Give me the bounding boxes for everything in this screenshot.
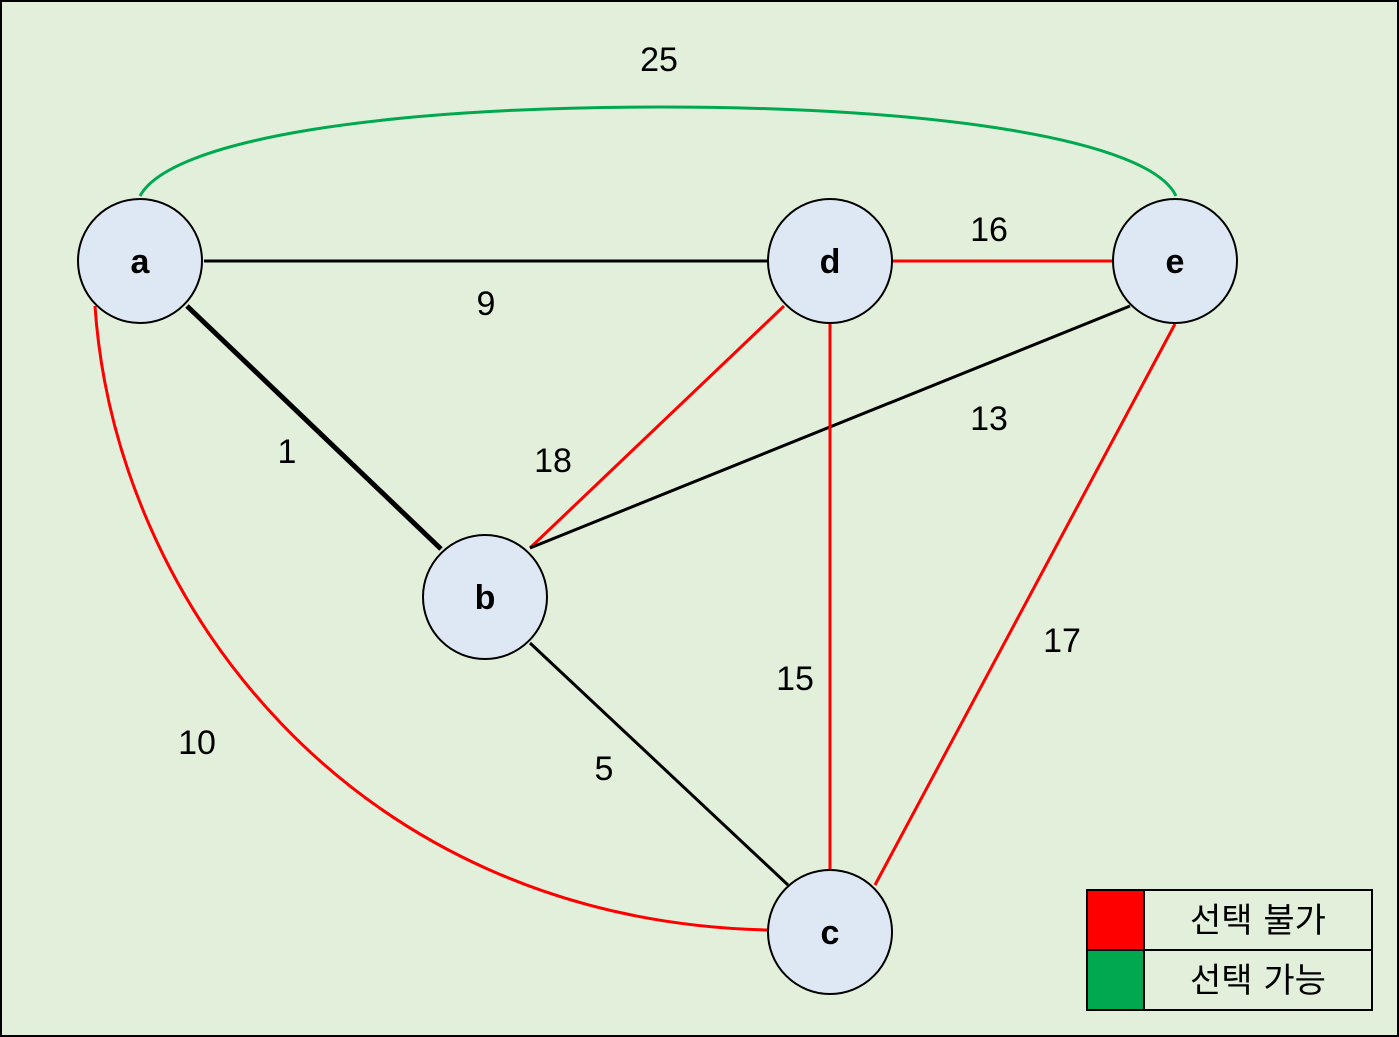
node-label-a: a: [131, 243, 151, 281]
weight-label-a-d: 9: [477, 285, 496, 323]
nodes: a b c d e: [77, 198, 1238, 995]
node-circle-c: [767, 869, 893, 995]
node-label-c: c: [821, 914, 840, 952]
edge-e-c: [873, 323, 1177, 886]
weight-label-b-d: 18: [534, 442, 572, 480]
edge-b-d: [528, 304, 786, 550]
node-e: e: [1112, 198, 1238, 324]
node-label-b: b: [475, 579, 496, 617]
weight-label-a-c: 10: [178, 724, 216, 762]
node-a: a: [77, 198, 203, 324]
edge-a-c: [93, 305, 768, 932]
node-label-d: d: [820, 243, 841, 281]
node-c: c: [767, 869, 893, 995]
node-circle-a: [77, 198, 203, 324]
node-label-e: e: [1166, 243, 1185, 281]
legend-swatch-unavailable: [1086, 889, 1145, 951]
legend-label-box-available: [1143, 949, 1373, 1011]
node-d: d: [767, 198, 893, 324]
weight-label-b-c: 5: [595, 750, 614, 788]
legend-label-unavailable: 선택 불가: [1190, 901, 1326, 941]
node-b: b: [422, 534, 548, 660]
node-circle-e: [1112, 198, 1238, 324]
edge-weights: 25 9 1 10 16 18 13 5 15 17: [178, 41, 1081, 788]
weight-label-e-c: 17: [1043, 622, 1081, 660]
edge-b-c: [528, 641, 790, 887]
edges: [93, 105, 1178, 932]
weight-label-b-e: 13: [970, 400, 1008, 438]
node-circle-d: [767, 198, 893, 324]
node-circle-b: [422, 534, 548, 660]
edge-a-e: [138, 105, 1178, 197]
weight-label-d-e: 16: [970, 211, 1008, 249]
weight-label-d-c: 15: [776, 660, 814, 698]
edge-a-b: [185, 304, 443, 551]
weight-label-a-e: 25: [640, 41, 678, 79]
legend-swatch-available: [1086, 949, 1145, 1011]
legend: 선택 불가 선택 가능: [1086, 889, 1373, 1011]
weight-label-a-b: 1: [278, 433, 297, 471]
legend-label-available: 선택 가능: [1190, 961, 1326, 1001]
